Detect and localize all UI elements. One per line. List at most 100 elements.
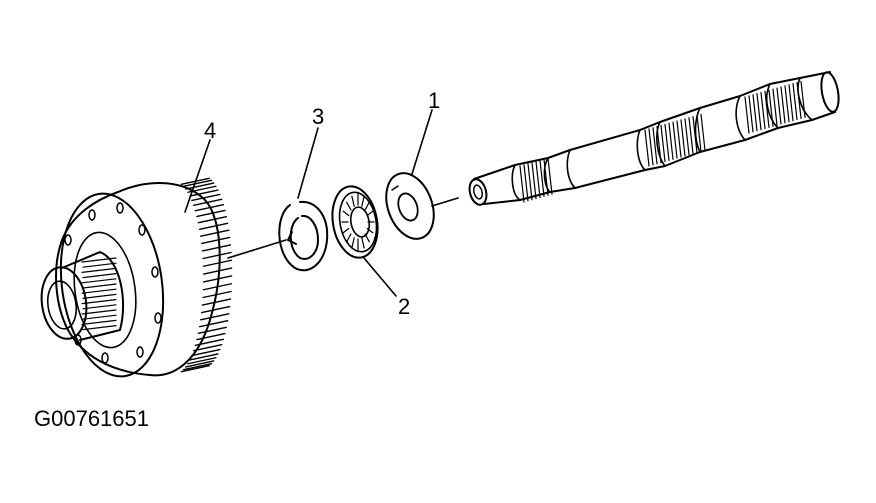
shaft-spline-tooth	[692, 115, 698, 154]
drum-spline-tooth	[180, 364, 210, 373]
bearing-roller	[346, 201, 352, 211]
drum-spline-tooth	[194, 203, 225, 212]
drum-spline-tooth	[200, 229, 230, 237]
leader-line-1	[411, 109, 433, 175]
shaft-spline-tooth	[764, 90, 770, 129]
hub-spline-tooth	[82, 283, 117, 289]
shaft-spline-tooth	[660, 124, 666, 163]
drum-spline-tooth	[192, 198, 223, 207]
bearing-roller	[361, 195, 365, 207]
drum-spline-tooth	[197, 216, 228, 224]
figure-code: G00761651	[34, 406, 149, 431]
drum-spline-tooth	[187, 357, 217, 365]
drum-spline-tooth	[189, 353, 219, 361]
drum-spline-tooth	[192, 343, 223, 352]
shaft-spline-tooth	[664, 123, 670, 161]
hub-spline-tooth	[81, 257, 117, 263]
shaft-spline-tooth	[531, 162, 537, 200]
drum-face-holes	[64, 202, 162, 364]
leader-line-4	[184, 139, 211, 213]
hub-spline-tooth	[81, 267, 117, 273]
drum-spline-tooth	[196, 332, 226, 341]
drum-spline-tooth	[185, 360, 215, 368]
drum-spline-tooth	[202, 290, 232, 299]
callout-2: 2	[398, 294, 411, 319]
hub-spline-tooth	[81, 299, 117, 305]
shaft-spline-tooth	[672, 121, 678, 159]
shaft-spline-tooth	[768, 89, 774, 127]
hub-spline-tooth	[82, 273, 117, 279]
shaft-spline-tooth	[668, 122, 674, 160]
drum-spline-tooth	[200, 313, 230, 321]
hub-spline-tooth	[81, 319, 117, 325]
hub-spline-tooth	[82, 304, 117, 310]
drum-spline-tooth	[200, 236, 231, 245]
drum-spline-tooth	[198, 319, 229, 328]
drum-spline-tooth	[196, 209, 226, 218]
drum-spline-tooth	[202, 267, 233, 275]
shaft-spline-tooth	[543, 158, 549, 196]
bearing-roller	[342, 210, 350, 217]
shaft-spline-tooth	[684, 118, 690, 156]
shaft-spline-tooth	[680, 119, 686, 157]
drum-spline-tooth	[191, 193, 221, 202]
drum-spline-tooth	[182, 179, 213, 188]
shaft-spline-tooth	[519, 165, 525, 203]
drum-spline-tooth	[202, 251, 232, 260]
bearing-roller	[351, 195, 355, 207]
leader-line-2	[363, 257, 397, 297]
shaft-spline-tooth	[796, 81, 802, 120]
drum-spline-tooth	[197, 326, 228, 334]
shaft-spline-tooth	[644, 129, 650, 167]
bearing-roller	[342, 227, 350, 234]
callout-3: 3	[312, 104, 325, 129]
hub-spline-tooth	[82, 314, 117, 320]
shaft-spline-tooth	[648, 128, 654, 166]
leader-line-3	[297, 127, 319, 199]
drum-spline-tooth	[198, 222, 229, 231]
shaft-spline-tooth	[535, 160, 541, 199]
shaft-spline-tooth	[547, 157, 553, 195]
shaft-spline-tooth	[756, 93, 762, 131]
shaft-spline-tooth	[696, 114, 702, 153]
drum-spline-tooth	[185, 182, 215, 190]
drum-spline-tooth	[182, 362, 213, 371]
shaft-spline-tooth	[523, 164, 529, 202]
bearing-roller	[346, 233, 352, 243]
hub-spline-tooth	[81, 278, 117, 284]
drum-spline-tooth	[201, 244, 232, 252]
bearing-roller	[364, 201, 370, 211]
drum-spline-tooth	[202, 259, 233, 267]
shaft-spline-tooth	[780, 86, 786, 124]
bearing-roller	[361, 237, 365, 249]
bearing-roller	[366, 210, 374, 217]
drum-outer-splines	[180, 177, 233, 373]
axis-line-a	[227, 239, 287, 259]
drum-spline-tooth	[200, 305, 231, 314]
part-1-thrust-washer	[385, 172, 435, 240]
hub-spline-tooth	[81, 309, 117, 315]
bearing-roller	[351, 237, 355, 249]
shaft-spline-tooth	[656, 126, 662, 164]
shaft-spline-tooth	[784, 85, 790, 123]
callout-4: 4	[204, 118, 217, 143]
drum-spline-tooth	[202, 275, 233, 283]
shaft-spline-tooth	[676, 120, 682, 158]
part-2-thrust-bearing	[331, 185, 379, 259]
hub-spline-tooth	[82, 325, 117, 331]
shaft-spline-tooth	[752, 94, 758, 132]
drum-spline-tooth	[191, 348, 221, 357]
bearing-rollers	[341, 193, 375, 251]
output-shaft	[468, 71, 840, 206]
shaft-spline-tooth	[772, 88, 778, 126]
shaft-spline-tooth	[776, 87, 782, 125]
shaft-spline-tooth	[744, 96, 750, 134]
part-3-snap-ring	[278, 200, 329, 272]
drum-spline-tooth	[201, 298, 232, 306]
shaft-spline-tooth	[527, 163, 533, 201]
shaft-spline-tooth	[800, 80, 806, 118]
hub-spline-tooth	[82, 262, 117, 268]
hub-spline-tooth	[81, 288, 117, 294]
shaft-spline-tooth	[792, 82, 798, 121]
